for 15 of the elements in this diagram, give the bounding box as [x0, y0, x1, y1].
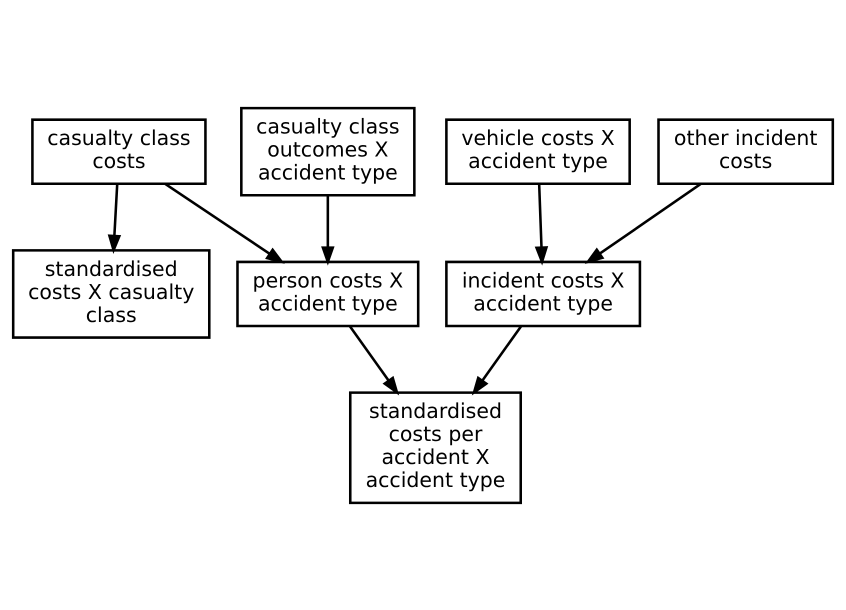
arrow: [584, 182, 702, 264]
arrow: [108, 183, 122, 254]
node-box: other incident costs: [657, 118, 834, 185]
node-box: standardised costs X casualty class: [12, 248, 211, 338]
node-box: incident costs X accident type: [445, 260, 642, 327]
node-box: person costs X accident type: [236, 260, 420, 327]
node-box: vehicle costs X accident type: [445, 118, 631, 185]
node-box: standardised costs per accident X accident type: [348, 390, 522, 504]
arrow: [348, 324, 400, 395]
arrow: [321, 195, 335, 266]
node-box: casualty class outcomes X accident type: [240, 106, 416, 196]
arrow: [164, 182, 285, 264]
arrow: [534, 183, 548, 266]
arrow: [472, 324, 522, 395]
node-box: casualty class costs: [31, 118, 207, 185]
